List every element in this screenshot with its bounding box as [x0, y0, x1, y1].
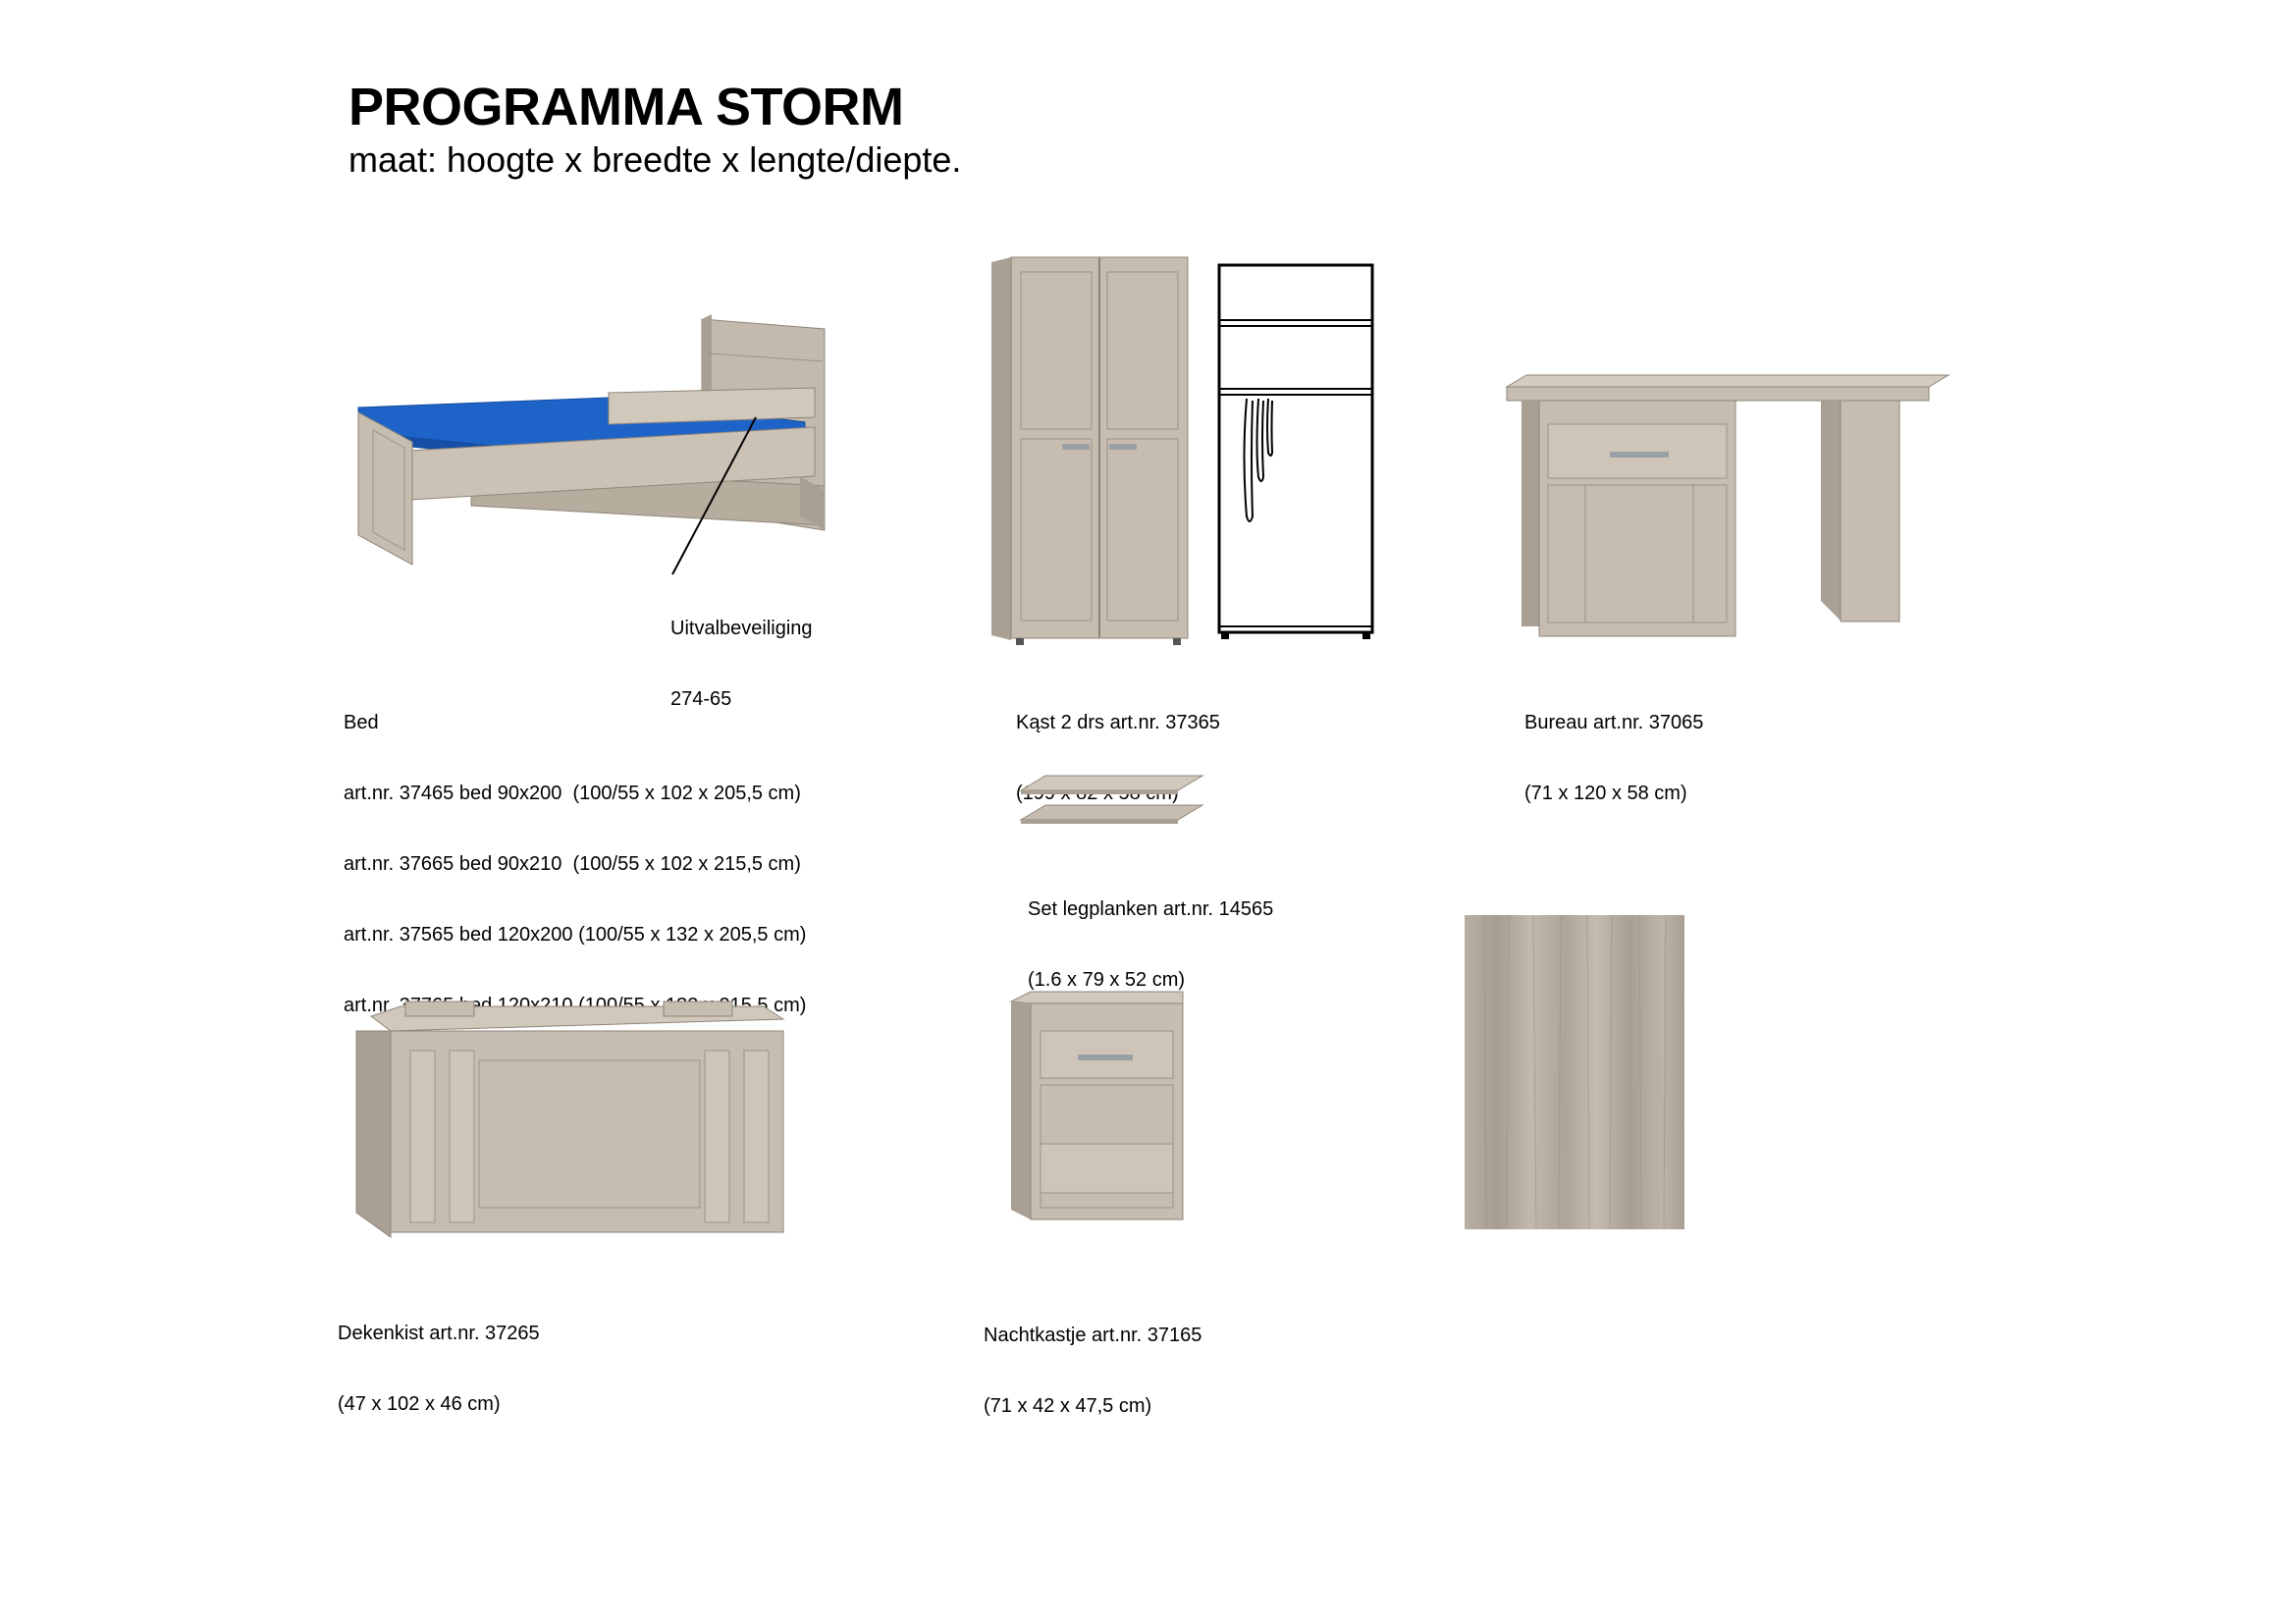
caption-line: Bureau art.nr. 37065	[1524, 712, 1704, 733]
wardrobe-interior-diagram	[1217, 263, 1374, 639]
caption-line: (47 x 102 x 46 cm)	[338, 1393, 501, 1415]
bed-callout-label: Uitvalbeveiliging 274-65	[670, 569, 813, 734]
caption-line: Dekenkist art.nr. 37265	[338, 1323, 540, 1344]
nightstand-image	[1009, 991, 1184, 1220]
nightstand-caption: Nachtkastje art.nr. 37165 (71 x 42 x 47,…	[984, 1276, 1201, 1441]
bed-caption: Bed art.nr. 37465 bed 90x200 (100/55 x 1…	[344, 664, 806, 1041]
caption-line: (1.6 x 79 x 52 cm)	[1028, 969, 1186, 991]
caption-line: art.nr. 37665 bed 90x210 (100/55 x 102 x…	[344, 853, 801, 875]
callout-line-2: 274-65	[670, 688, 732, 710]
page-subtitle: maat: hoogte x breedte x lengte/diepte.	[348, 139, 962, 180]
wardrobe-image	[991, 256, 1189, 645]
caption-line: Set legplanken art.nr. 14565	[1028, 898, 1274, 920]
caption-line: Bed	[344, 712, 379, 733]
desk-caption: Bureau art.nr. 37065 (71 x 120 x 58 cm)	[1524, 664, 1703, 829]
blanket-chest-image	[355, 1001, 785, 1238]
wood-color-swatch	[1465, 914, 1684, 1230]
blanket-chest-caption: Dekenkist art.nr. 37265 (47 x 102 x 46 c…	[338, 1274, 540, 1439]
caption-line: art.nr. 37565 bed 120x200 (100/55 x 132 …	[344, 924, 807, 946]
page-title: PROGRAMMA STORM	[348, 78, 904, 136]
caption-line: (71 x 120 x 58 cm)	[1524, 783, 1687, 804]
shelf-set-image	[1019, 775, 1204, 824]
callout-line-1: Uitvalbeveiliging	[670, 618, 813, 639]
callout-line	[671, 416, 757, 575]
shelf-set-caption: Set legplanken art.nr. 14565 (1.6 x 79 x…	[1028, 850, 1273, 1015]
caption-line: Nachtkastje art.nr. 37165	[984, 1325, 1202, 1346]
caption-line: (71 x 42 x 47,5 cm)	[984, 1395, 1152, 1417]
caption-line: art.nr. 37465 bed 90x200 (100/55 x 102 x…	[344, 783, 801, 804]
bed-image	[357, 314, 826, 566]
caption-line: Kąst 2 drs art.nr. 37365	[1016, 712, 1220, 733]
desk-image	[1505, 374, 1950, 637]
